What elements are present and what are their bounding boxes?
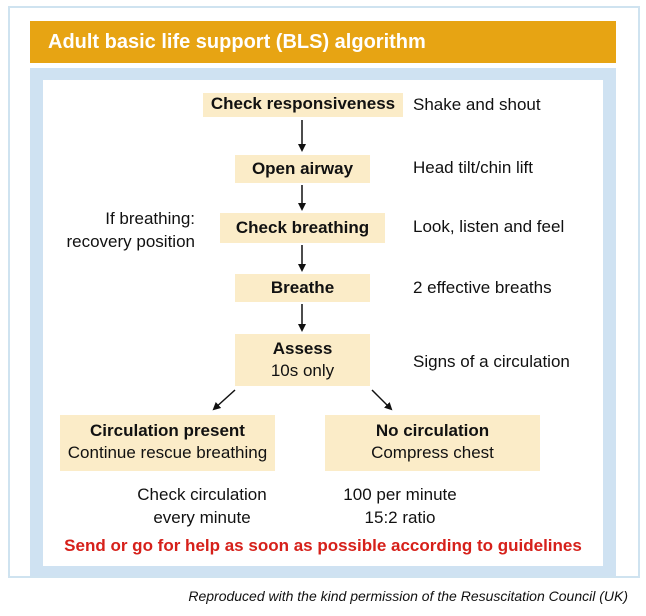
step-assess: Assess 10s only xyxy=(235,334,370,386)
note-ratio: 15:2 ratio xyxy=(364,508,436,527)
branch-label: No circulation xyxy=(375,421,490,440)
step-open-airway: Open airway xyxy=(235,155,370,183)
note-shake-and-shout: Shake and shout xyxy=(413,95,541,114)
branch-circulation-present: Circulation present Continue rescue brea… xyxy=(60,415,275,471)
arrow-to-present xyxy=(212,389,236,411)
arrow-to-no-circulation xyxy=(371,389,393,411)
branch-sublabel: Compress chest xyxy=(371,443,494,462)
note-head-tilt: Head tilt/chin lift xyxy=(413,158,533,177)
help-warning: Send or go for help as soon as possible … xyxy=(64,536,582,555)
note-recovery-position: recovery position xyxy=(66,232,195,251)
step-check-breathing: Check breathing xyxy=(220,213,385,243)
step-label: Open airway xyxy=(251,159,354,178)
step-label: Breathe xyxy=(270,278,335,297)
step-label: Check breathing xyxy=(235,218,370,237)
note-look-listen-feel: Look, listen and feel xyxy=(413,217,565,236)
diagram-title: Adult basic life support (BLS) algorithm xyxy=(30,21,616,63)
branch-no-circulation: No circulation Compress chest xyxy=(325,415,540,471)
note-every-minute: every minute xyxy=(153,508,251,527)
step-check-responsiveness: Check responsiveness xyxy=(203,93,403,117)
note-check-circulation: Check circulation xyxy=(137,485,267,504)
step-breathe: Breathe xyxy=(235,274,370,302)
branch-sublabel: Continue rescue breathing xyxy=(67,443,268,462)
step-label: Check responsiveness xyxy=(210,94,396,113)
note-if-breathing: If breathing: xyxy=(105,209,195,228)
branch-label: Circulation present xyxy=(90,421,245,440)
credit-line: Reproduced with the kind permission of t… xyxy=(188,588,628,604)
note-per-minute: 100 per minute xyxy=(343,485,457,504)
note-signs-circulation: Signs of a circulation xyxy=(413,352,570,371)
note-effective-breaths: 2 effective breaths xyxy=(413,278,552,297)
step-sublabel: 10s only xyxy=(270,361,335,380)
step-label: Assess xyxy=(272,339,333,358)
